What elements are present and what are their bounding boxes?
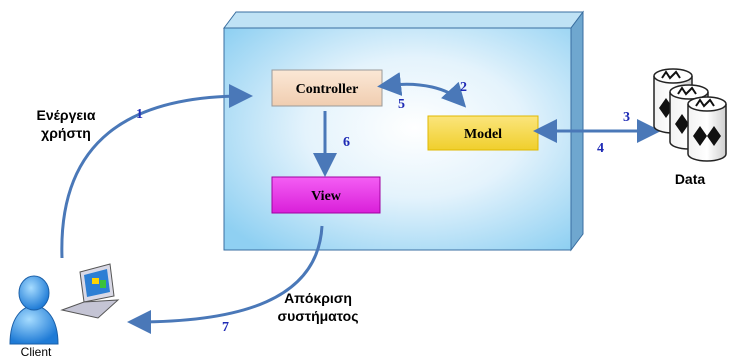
step-4: 4 (597, 141, 604, 156)
step-1: 1 (136, 107, 143, 122)
arrow-user-action (60, 84, 253, 259)
user-action-label-line1: Ενέργεια (36, 107, 95, 123)
step-7: 7 (222, 320, 229, 335)
view-label: View (311, 189, 342, 204)
controller-label: Controller (296, 82, 359, 97)
system-response-label-line1: Απόκριση (284, 290, 352, 306)
arrow-system-response (127, 225, 324, 334)
client-label: Client (21, 345, 52, 358)
user-with-laptop-icon (9, 263, 120, 345)
controller-box: Controller (271, 69, 383, 107)
arrows (60, 72, 661, 334)
step-2: 2 (460, 80, 467, 95)
arrow-controller-model (377, 72, 467, 108)
view-box: View (271, 176, 381, 214)
step-3: 3 (623, 110, 630, 125)
user-action-label-line2: χρήστη (41, 125, 91, 141)
database-cylinders-icon (653, 68, 727, 162)
data-label: Data (675, 171, 706, 187)
step-5: 5 (398, 97, 405, 112)
model-box: Model (427, 115, 539, 151)
system-response-label-line2: συστήματος (278, 308, 359, 324)
step-6: 6 (343, 135, 350, 150)
model-label: Model (464, 127, 502, 142)
